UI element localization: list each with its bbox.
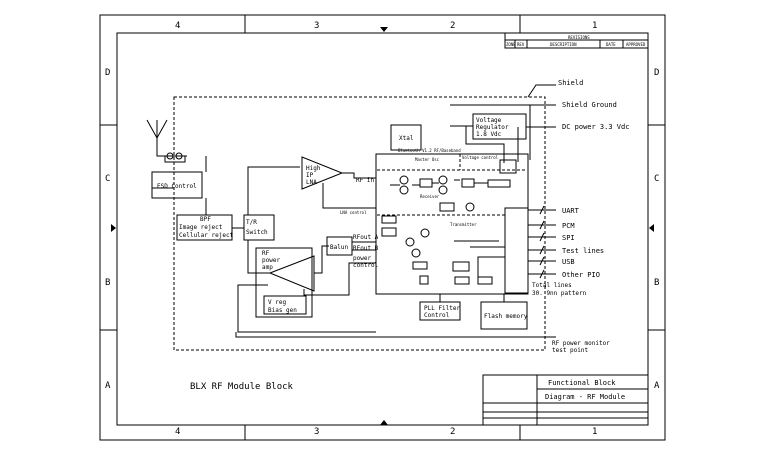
col-label-3-bottom: 3	[314, 427, 319, 437]
col-label-1: 1	[592, 21, 597, 31]
svg-text:BPF: BPF	[200, 216, 211, 223]
vreg-bias-block	[263, 295, 307, 315]
svg-text:Image reject: Image reject	[179, 224, 223, 231]
svg-text:V reg: V reg	[268, 299, 286, 306]
svg-text:RFout A: RFout A	[353, 234, 379, 241]
svg-text:30. 9nn pattern: 30. 9nn pattern	[532, 290, 587, 297]
dc-power-port: DC power 3.3 Vdc	[562, 123, 629, 131]
svg-text:Regulator: Regulator	[476, 124, 509, 131]
xtal-block	[390, 124, 422, 151]
tr-switch-block	[243, 214, 275, 241]
pa-enclosure	[255, 247, 313, 318]
row-label-b-right: B	[654, 278, 659, 288]
drawing-title: BLX RF Module Block	[190, 382, 294, 392]
title-block: Functional Block Diagram - RF Module	[482, 374, 649, 426]
svg-text:Balun: Balun	[330, 244, 348, 251]
spi-port: SPI	[562, 234, 575, 242]
io-port-lines	[235, 205, 556, 338]
svg-text:Switch: Switch	[246, 229, 268, 236]
svg-text:Bias gen: Bias gen	[268, 307, 297, 314]
svg-text:DESCRIPTION: DESCRIPTION	[550, 42, 577, 47]
svg-text:Cellular reject: Cellular reject	[179, 232, 234, 239]
svg-text:1.8 Vdc: 1.8 Vdc	[476, 131, 502, 138]
esd-control-block	[151, 171, 203, 199]
esd-label: ESD Control	[157, 183, 197, 190]
title-line-1: Functional Block	[548, 379, 616, 387]
rf-in-label: RF in	[356, 177, 374, 184]
svg-text:test point: test point	[552, 347, 589, 354]
row-label-a: A	[105, 381, 111, 391]
row-label-b: B	[105, 278, 110, 288]
lna-control-label: LNA control	[340, 210, 367, 215]
outer-border	[99, 14, 666, 441]
col-label-1-bottom: 1	[592, 427, 597, 437]
svg-text:RF: RF	[262, 250, 270, 257]
svg-text:DATE: DATE	[606, 42, 616, 47]
svg-text:PLL Filter: PLL Filter	[424, 305, 461, 312]
row-label-c-right: C	[654, 174, 659, 184]
revision-block: REVISIONS ZONE REV DESCRIPTION DATE APPR…	[504, 32, 649, 49]
lna-amplifier-icon	[301, 156, 344, 190]
svg-text:LNA: LNA	[306, 179, 317, 186]
svg-text:T/R: T/R	[246, 219, 257, 226]
svg-text:Master Osc: Master Osc	[415, 157, 440, 162]
svg-text:Flash memory: Flash memory	[484, 313, 528, 320]
usb-port: USB	[562, 258, 575, 266]
shield-boundary	[173, 96, 546, 351]
svg-text:IP: IP	[306, 172, 314, 179]
zone-dividers	[100, 15, 665, 440]
svg-text:Transmitter: Transmitter	[450, 222, 477, 227]
col-label-2-bottom: 2	[450, 427, 455, 437]
col-label-4-bottom: 4	[175, 427, 180, 437]
svg-text:Voltage: Voltage	[476, 117, 502, 124]
shield-ground-port: Shield Ground	[562, 101, 617, 109]
rf-monitor-port: RF power monitor	[552, 340, 610, 347]
shield-label: Shield	[558, 79, 583, 87]
svg-text:High: High	[306, 165, 321, 172]
pcm-port: PCM	[562, 222, 575, 230]
uart-port: UART	[562, 207, 580, 215]
balun-block	[326, 236, 353, 256]
svg-text:APPROVED: APPROVED	[626, 42, 646, 47]
row-label-c: C	[105, 174, 110, 184]
svg-text:power: power	[262, 257, 280, 264]
svg-text:Total lines: Total lines	[532, 282, 572, 289]
col-label-3: 3	[314, 21, 319, 31]
svg-text:control: control	[353, 262, 379, 269]
svg-text:Bluetooth V1.2 RF/Baseband: Bluetooth V1.2 RF/Baseband	[398, 148, 461, 153]
svg-text:Receiver: Receiver	[420, 194, 440, 199]
svg-text:power: power	[353, 255, 371, 262]
col-label-4: 4	[175, 21, 180, 31]
other-pio-port: Other PIO	[562, 271, 600, 279]
col-label-2: 2	[450, 21, 455, 31]
title-line-2: Diagram - RF Module	[545, 393, 625, 401]
svg-text:Voltage control: Voltage control	[462, 155, 499, 160]
svg-text:Xtal: Xtal	[399, 135, 414, 142]
antenna-icon	[146, 119, 187, 163]
shield-leader	[527, 84, 556, 98]
row-label-a-right: A	[654, 381, 660, 391]
svg-text:Control: Control	[424, 312, 450, 319]
revisions-title: REVISIONS	[568, 35, 590, 40]
svg-text:ZONE: ZONE	[506, 42, 516, 47]
row-label-d-right: D	[654, 68, 659, 78]
svg-text:RFout B: RFout B	[353, 245, 379, 252]
svg-text:REV: REV	[517, 42, 525, 47]
test-lines-port: Test lines	[562, 247, 604, 255]
row-label-d: D	[105, 68, 110, 78]
svg-text:amp: amp	[262, 264, 273, 271]
